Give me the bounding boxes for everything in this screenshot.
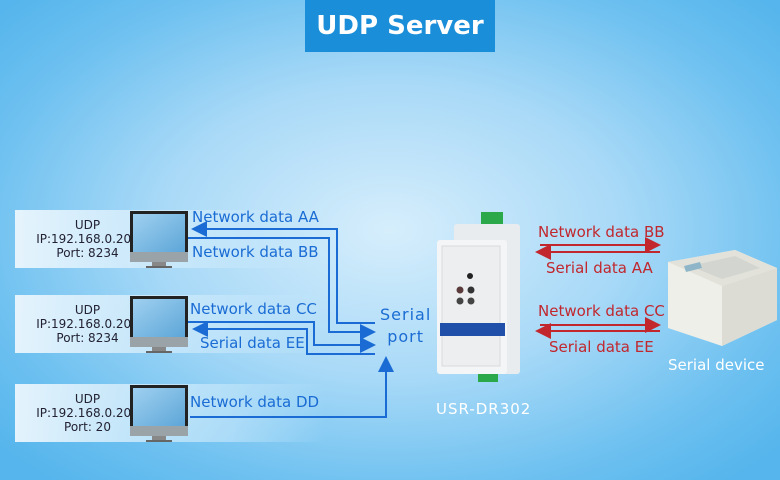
arrow-network-cc [188, 321, 376, 353]
serial-device-label: Serial device [668, 356, 765, 374]
serial-port-line1: Serial [380, 305, 432, 324]
serial-port-line2: port [387, 327, 425, 346]
label-network-data-dd: Network data DD [190, 393, 320, 411]
host-port: Port: 8234 [56, 331, 119, 345]
arrow-serial-ee [192, 321, 375, 355]
device-name: USR-DR302 [436, 400, 532, 418]
label-network-data-bb: Network data BB [192, 243, 319, 261]
host-ip: IP:192.168.0.201 [36, 317, 139, 331]
monitor-icon [130, 385, 188, 442]
host-port: Port: 20 [64, 420, 111, 434]
page-title: UDP Server [305, 0, 495, 52]
usr-dr302-device-image [437, 212, 520, 382]
host-protocol: UDP [74, 392, 101, 406]
host-protocol: UDP [74, 218, 101, 232]
serial-printer-image [668, 250, 777, 346]
label-network-data-cc: Network data CC [190, 300, 317, 318]
label-red-serial-data-ee: Serial data EE [549, 338, 654, 356]
label-network-data-aa: Network data AA [192, 208, 319, 226]
monitor-icon [130, 211, 188, 268]
host-port: Port: 8234 [56, 246, 119, 260]
host-ip: IP:192.168.0.201 [36, 406, 139, 420]
label-red-network-data-bb: Network data BB [538, 223, 665, 241]
arrow-network-aa [191, 221, 375, 324]
arrow-network-dd [190, 356, 394, 418]
label-red-serial-data-aa: Serial data AA [546, 259, 653, 277]
label-red-network-data-cc: Network data CC [538, 302, 665, 320]
serial-port-label: Serial port [380, 304, 431, 348]
monitor-icon [130, 296, 188, 353]
host-ip: IP:192.168.0.200 [36, 232, 139, 246]
label-serial-data-ee: Serial data EE [200, 334, 305, 352]
arrow-network-bb [188, 237, 376, 340]
host-protocol: UDP [74, 303, 101, 317]
